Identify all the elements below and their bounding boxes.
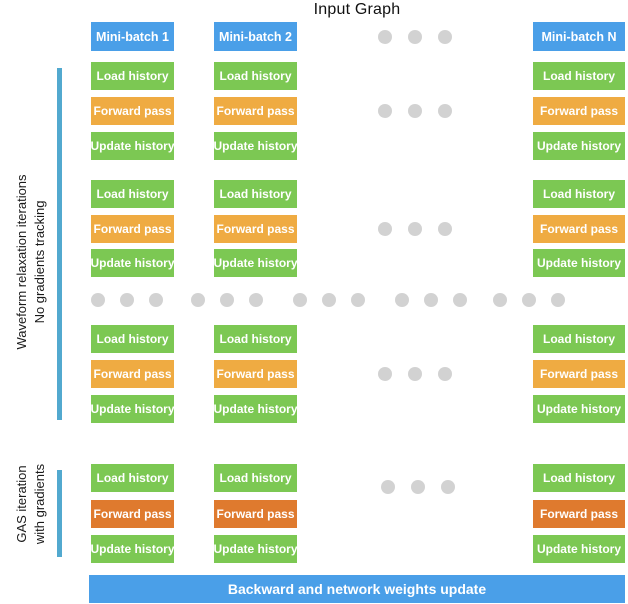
dot-icon bbox=[149, 293, 163, 307]
dot-icon bbox=[249, 293, 263, 307]
ellipsis-dots-icon bbox=[91, 293, 163, 307]
dot-icon bbox=[220, 293, 234, 307]
dot-icon bbox=[381, 480, 395, 494]
gas-section-bar bbox=[57, 470, 62, 557]
load-history-box: Load history bbox=[533, 325, 625, 353]
load-history-box: Load history bbox=[214, 325, 297, 353]
update-history-box: Update history bbox=[214, 535, 298, 563]
forward-pass-gradients-box: Forward pass bbox=[91, 500, 174, 528]
dot-icon bbox=[91, 293, 105, 307]
waveform-section-label-line1: Waveform relaxation iterations bbox=[14, 174, 29, 350]
update-history-box: Update history bbox=[91, 249, 175, 277]
dot-icon bbox=[408, 104, 422, 118]
ellipsis-dots-icon bbox=[395, 293, 467, 307]
load-history-box: Load history bbox=[533, 180, 625, 208]
load-history-box: Load history bbox=[91, 180, 174, 208]
update-history-box: Update history bbox=[214, 395, 298, 423]
dot-icon bbox=[408, 30, 422, 44]
update-history-box: Update history bbox=[533, 132, 625, 160]
dot-icon bbox=[424, 293, 438, 307]
dot-icon bbox=[438, 222, 452, 236]
ellipsis-dots-icon bbox=[378, 30, 452, 44]
forward-pass-box: Forward pass bbox=[214, 360, 297, 388]
ellipsis-dots-icon bbox=[493, 293, 565, 307]
dot-icon bbox=[408, 222, 422, 236]
dot-icon bbox=[322, 293, 336, 307]
ellipsis-dots-icon bbox=[293, 293, 365, 307]
update-history-box: Update history bbox=[533, 395, 625, 423]
ellipsis-dots-icon bbox=[378, 222, 452, 236]
update-history-box: Update history bbox=[533, 249, 625, 277]
backward-update-banner: Backward and network weights update bbox=[89, 575, 625, 603]
forward-pass-box: Forward pass bbox=[91, 360, 174, 388]
forward-pass-box: Forward pass bbox=[533, 97, 625, 125]
waveform-section-label: Waveform relaxation iterations No gradie… bbox=[13, 152, 49, 372]
gas-section-label-line1: GAS iteration bbox=[14, 465, 29, 543]
ellipsis-dots-icon bbox=[381, 480, 455, 494]
dot-icon bbox=[438, 30, 452, 44]
ellipsis-dots-icon bbox=[191, 293, 263, 307]
dot-icon bbox=[120, 293, 134, 307]
dot-icon bbox=[378, 222, 392, 236]
forward-pass-box: Forward pass bbox=[214, 215, 297, 243]
update-history-box: Update history bbox=[91, 132, 175, 160]
gas-section-label-line2: with gradients bbox=[32, 463, 47, 545]
dot-icon bbox=[408, 367, 422, 381]
ellipsis-dots-icon bbox=[378, 367, 452, 381]
dot-icon bbox=[438, 367, 452, 381]
load-history-box: Load history bbox=[214, 62, 297, 90]
waveform-section-label-line2: No gradients tracking bbox=[32, 200, 47, 324]
mini-batch-1-box: Mini-batch 1 bbox=[91, 22, 174, 51]
dot-icon bbox=[551, 293, 565, 307]
forward-pass-box: Forward pass bbox=[91, 215, 174, 243]
update-history-box: Update history bbox=[533, 535, 625, 563]
dot-icon bbox=[395, 293, 409, 307]
dot-icon bbox=[378, 104, 392, 118]
dot-icon bbox=[293, 293, 307, 307]
load-history-box: Load history bbox=[533, 464, 625, 492]
dot-icon bbox=[453, 293, 467, 307]
gas-section-label: GAS iteration with gradients bbox=[13, 434, 49, 574]
load-history-box: Load history bbox=[214, 464, 297, 492]
dot-icon bbox=[493, 293, 507, 307]
dot-icon bbox=[438, 104, 452, 118]
update-history-box: Update history bbox=[214, 249, 298, 277]
dot-icon bbox=[378, 30, 392, 44]
forward-pass-box: Forward pass bbox=[533, 215, 625, 243]
waveform-section-bar bbox=[57, 68, 62, 420]
mini-batch-2-box: Mini-batch 2 bbox=[214, 22, 297, 51]
dot-icon bbox=[378, 367, 392, 381]
load-history-box: Load history bbox=[91, 464, 174, 492]
diagram-title: Input Graph bbox=[313, 1, 401, 18]
update-history-box: Update history bbox=[214, 132, 298, 160]
load-history-box: Load history bbox=[91, 325, 174, 353]
dot-icon bbox=[522, 293, 536, 307]
load-history-box: Load history bbox=[214, 180, 297, 208]
forward-pass-box: Forward pass bbox=[533, 360, 625, 388]
forward-pass-box: Forward pass bbox=[214, 97, 297, 125]
update-history-box: Update history bbox=[91, 395, 175, 423]
dot-icon bbox=[411, 480, 425, 494]
mini-batch-n-box: Mini-batch N bbox=[533, 22, 625, 51]
forward-pass-gradients-box: Forward pass bbox=[533, 500, 625, 528]
forward-pass-box: Forward pass bbox=[91, 97, 174, 125]
load-history-box: Load history bbox=[533, 62, 625, 90]
forward-pass-gradients-box: Forward pass bbox=[214, 500, 297, 528]
ellipsis-dots-icon bbox=[378, 104, 452, 118]
dot-icon bbox=[441, 480, 455, 494]
dot-icon bbox=[191, 293, 205, 307]
update-history-box: Update history bbox=[91, 535, 175, 563]
load-history-box: Load history bbox=[91, 62, 174, 90]
dot-icon bbox=[351, 293, 365, 307]
